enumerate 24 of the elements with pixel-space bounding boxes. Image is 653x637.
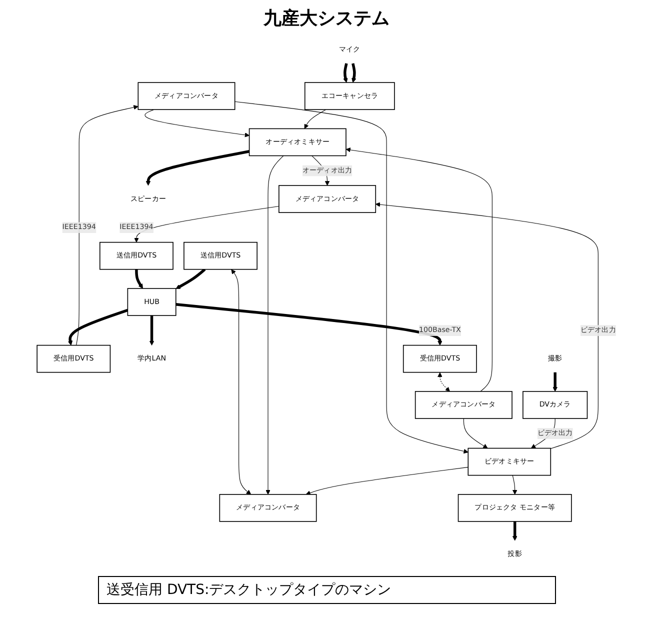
arrow [76, 105, 138, 346]
arrow [176, 268, 206, 289]
arrow [149, 316, 154, 346]
arrow [352, 63, 356, 83]
arrow [134, 206, 280, 243]
arrow [146, 150, 250, 186]
arrow [144, 109, 250, 138]
arrow [234, 101, 468, 454]
diagram-title: 九産大システム [262, 7, 390, 30]
arrow [231, 269, 252, 495]
arrow [266, 155, 284, 495]
note-text: 送受信用 DVTS:デスクトップタイプのマシン [106, 581, 392, 599]
arrow [438, 372, 450, 392]
arrow [306, 466, 468, 496]
arrow [135, 269, 144, 289]
arrow [512, 475, 518, 495]
arrow [552, 372, 558, 392]
arrow [304, 109, 326, 129]
arrow [512, 521, 518, 541]
arrow [343, 63, 348, 83]
arrow [346, 148, 492, 392]
arrow [176, 303, 442, 346]
arrow [463, 418, 488, 448]
arrow [68, 308, 128, 346]
